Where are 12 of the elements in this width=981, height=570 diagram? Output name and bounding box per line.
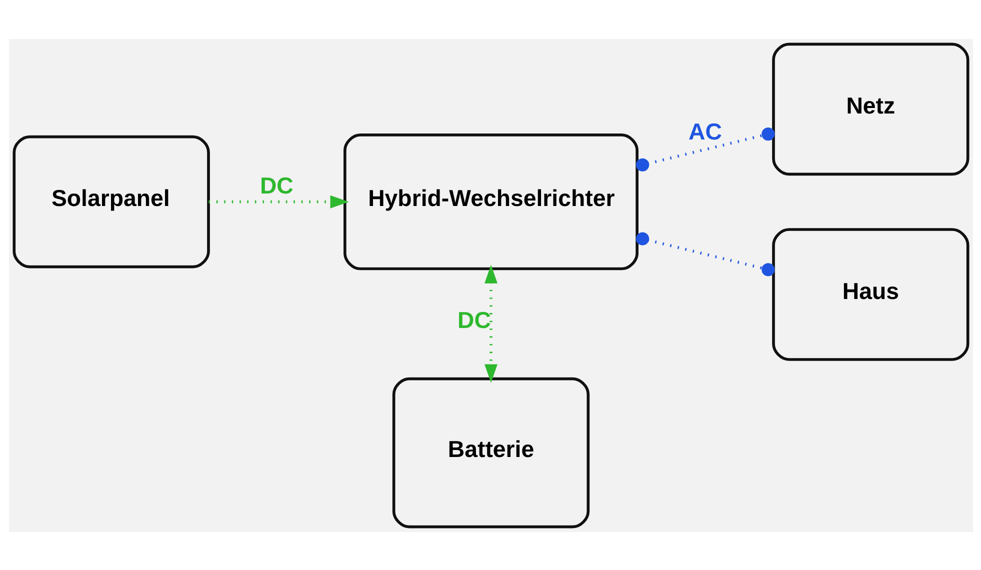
edge-label: DC: [259, 172, 293, 198]
connector: [635, 127, 774, 171]
edge-label: AC: [688, 118, 722, 144]
arrow: [484, 264, 497, 382]
node-box: Hybrid-Wechselrichter: [343, 133, 638, 270]
node-box: Batterie: [392, 376, 590, 528]
node-box: Haus: [772, 228, 969, 360]
edge-label: DC: [457, 306, 490, 333]
connector: [635, 232, 774, 276]
node-box: Solarpanel: [12, 134, 210, 268]
arrow: [208, 194, 348, 208]
node-box: Netz: [772, 42, 969, 176]
